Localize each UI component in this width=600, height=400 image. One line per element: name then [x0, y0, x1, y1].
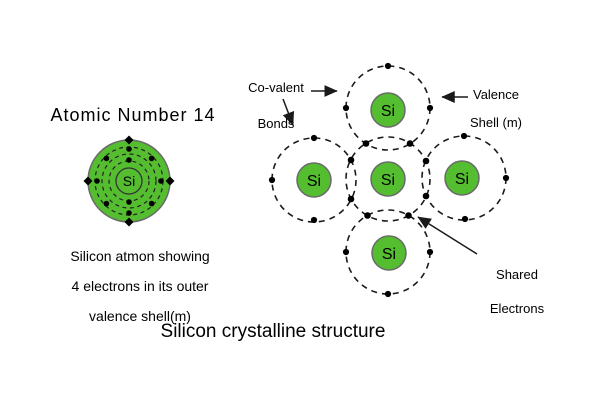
shared-electrons-label-line2: Electrons [489, 301, 545, 316]
shell-ring-middle [101, 153, 157, 209]
shared-electron-dot [362, 140, 370, 147]
middle-shell-electrons [94, 146, 164, 216]
atom-caption-line1: Silicon atmon showing [70, 248, 210, 264]
shared-electrons [347, 140, 430, 219]
covalent-bonds-arrow-diagonal [282, 98, 295, 126]
electron-dot [426, 248, 434, 256]
valence-shell-label: Valence Shell (m) [444, 74, 548, 144]
electron-dot [103, 200, 110, 207]
atom-core-left [296, 162, 332, 198]
electron-dot [384, 62, 392, 70]
electron-dot [384, 290, 392, 298]
electron-dot [148, 200, 155, 207]
valence-shell-label-line1: Valence [472, 87, 519, 102]
electron-dot [426, 104, 434, 112]
valence-shell-center [345, 136, 431, 222]
crystal-cluster-diagram: Si Si Si Si Si [268, 62, 510, 298]
electron-dot [460, 132, 468, 140]
electron-dot [310, 134, 318, 142]
atom-core-top [370, 92, 406, 128]
covalent-bonds-label: Co-valent Bonds [216, 61, 336, 151]
covalent-bonds-label-line2: Bonds [257, 116, 295, 131]
covalent-bonds-label-line1: Co-valent [248, 80, 304, 95]
shared-electron-dot [422, 157, 430, 165]
atom-caption: Silicon atmon showing 4 electrons in its… [40, 234, 240, 339]
shared-electron-dot [347, 156, 355, 164]
electron-dot [103, 155, 110, 162]
atom-cores [296, 92, 480, 271]
atom-symbol-center: Si [381, 172, 395, 189]
electron-dot [158, 178, 164, 184]
electron-dot [310, 216, 318, 224]
atom-symbols: Si Si Si Si Si [307, 103, 469, 263]
nucleus-circle [115, 167, 143, 195]
atom-symbol-right: Si [455, 171, 469, 188]
atom-symbol-bottom: Si [382, 246, 396, 263]
valence-shell-left [271, 137, 357, 223]
shared-electrons-label: Shared Electrons [462, 249, 572, 334]
shared-electron-dot [422, 192, 430, 200]
diagram-title: Silicon crystalline structure [160, 321, 386, 342]
electron-dot [342, 248, 350, 256]
valence-shell-electrons [83, 135, 175, 227]
electron-diamond [124, 217, 134, 227]
atom-symbol-left: Si [307, 173, 321, 190]
shared-electron-dot [347, 195, 355, 203]
atom-caption-line3: valence shell(m) [89, 308, 191, 324]
electron-dot [461, 215, 469, 223]
valence-shell-label-line2: Shell (m) [469, 115, 522, 130]
electron-dot [268, 176, 276, 184]
inner-shell-electrons [126, 157, 132, 205]
electron-dot [342, 104, 350, 112]
electron-diamond [165, 176, 175, 186]
atom-core-right [444, 160, 480, 196]
electron-dot [126, 157, 132, 163]
atom-core-bottom [371, 235, 407, 271]
left-heading: Atomic Number 14 [50, 105, 216, 125]
single-atom-diagram: Si [83, 135, 175, 227]
electron-dot [148, 155, 155, 162]
atom-symbol-top: Si [381, 103, 395, 120]
electron-dot [126, 199, 132, 205]
electron-dot [126, 146, 132, 152]
nucleus-symbol: Si [123, 173, 135, 189]
shared-electron-dot [406, 140, 414, 147]
electron-dot [94, 178, 100, 184]
shared-electron-dot [405, 212, 412, 219]
electron-dot [502, 174, 510, 182]
electron-diamond [124, 135, 134, 145]
annotation-arrows [282, 85, 478, 255]
atom-core-center [370, 161, 406, 197]
electron-dot [126, 210, 132, 216]
shared-electrons-label-line1: Shared [496, 267, 538, 282]
atom-caption-line2: 4 electrons in its outer [71, 278, 209, 294]
electron-diamond [83, 176, 93, 186]
shared-electrons-arrow [417, 216, 478, 255]
cluster-electrons [268, 62, 510, 298]
shared-electron-dot [364, 212, 371, 219]
